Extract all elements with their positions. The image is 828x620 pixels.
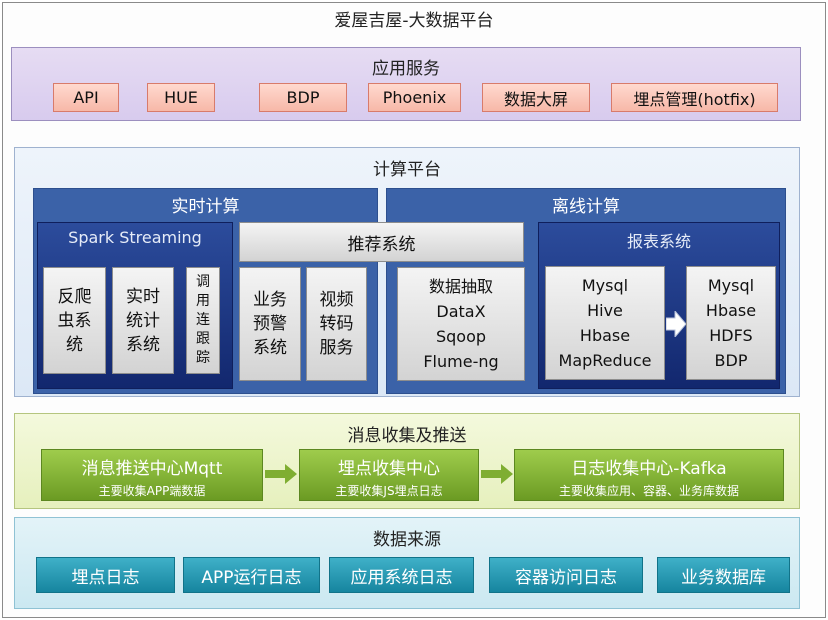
business-alert-line: 业务 <box>253 290 287 310</box>
source-tracking-log: 埋点日志 <box>36 557 175 593</box>
report-target-line: BDP <box>714 351 748 370</box>
data-extraction-line: DataX <box>436 302 486 321</box>
source-app-system-log: 应用系统日志 <box>329 557 474 593</box>
kafka-log-center-label: 日志收集中心-Kafka <box>571 459 727 479</box>
offline-compute-title: 离线计算 <box>552 197 620 217</box>
video-transcode-line: 视频 <box>319 290 354 310</box>
report-system-panel: 报表系统 Mysql Hive Hbase MapReduce Mysql Hb… <box>538 222 780 389</box>
app-service-bdp: BDP <box>259 83 347 112</box>
call-chain-line: 连 <box>196 312 210 328</box>
anti-crawler-line: 虫系 <box>57 310 92 331</box>
app-service-hue: HUE <box>147 83 215 112</box>
video-transcode-service: 视频 转码 服务 <box>306 267 367 381</box>
report-target-stores: Mysql Hbase HDFS BDP <box>686 266 776 380</box>
mqtt-push-center-desc: 主要收集APP端数据 <box>98 484 206 498</box>
kafka-log-center: 日志收集中心-Kafka 主要收集应用、容器、业务库数据 <box>514 449 784 501</box>
business-alert-system: 业务 预警 系统 <box>239 267 301 381</box>
video-transcode-line: 转码 <box>319 314 354 334</box>
tracking-collect-center-desc: 主要收集JS埋点日志 <box>335 484 443 498</box>
report-target-line: Hbase <box>705 301 757 320</box>
data-extraction-box: 数据抽取 DataX Sqoop Flume-ng <box>397 267 525 381</box>
app-service-tracking-admin: 埋点管理(hotfix) <box>611 83 778 112</box>
data-sources-layer: 数据来源 埋点日志 APP运行日志 应用系统日志 容器访问日志 业务数据库 <box>14 517 800 609</box>
spark-streaming-panel: Spark Streaming 反爬 虫系 统 实时 统计 系统 调 用 <box>37 222 233 389</box>
mqtt-push-center-label: 消息推送中心Mqtt <box>81 459 223 479</box>
report-source-line: MapReduce <box>558 351 652 370</box>
flow-arrow-icon <box>481 464 513 484</box>
mqtt-push-center: 消息推送中心Mqtt 主要收集APP端数据 <box>41 449 263 501</box>
tracking-collect-center-label: 埋点收集中心 <box>338 459 440 479</box>
report-flow-arrow-icon <box>666 311 686 337</box>
compute-platform-title: 计算平台 <box>373 160 441 180</box>
app-services-layer: 应用服务 API HUE BDP Phoenix 数据大屏 埋点管理(hotfi… <box>11 47 801 121</box>
flow-arrow-icon <box>265 464 297 484</box>
business-alert-line: 系统 <box>253 338 287 358</box>
realtime-compute-panel: 实时计算 Spark Streaming 反爬 虫系 统 实时 统计 系统 <box>33 188 524 394</box>
call-chain-line: 调 <box>196 274 210 290</box>
recommendation-system: 推荐系统 <box>239 222 524 262</box>
report-system-title: 报表系统 <box>626 232 691 251</box>
kafka-log-center-desc: 主要收集应用、容器、业务库数据 <box>558 484 739 498</box>
offline-compute-panel: 离线计算 数据抽取 DataX Sqoop Flume-ng 报表系统 Mysq… <box>386 188 786 394</box>
message-collection-layer: 消息收集及推送 消息推送中心Mqtt 主要收集APP端数据 埋点收集中心 主要收… <box>14 413 800 509</box>
data-extraction-line: Flume-ng <box>423 352 499 371</box>
video-transcode-line: 服务 <box>319 338 354 358</box>
realtime-stats-line: 实时 <box>126 286 160 307</box>
anti-crawler-line: 统 <box>66 334 83 355</box>
spark-streaming-title: Spark Streaming <box>68 228 202 247</box>
report-source-stores: Mysql Hive Hbase MapReduce <box>545 266 665 380</box>
anti-crawler-line: 反爬 <box>57 286 92 307</box>
realtime-stats-line: 统计 <box>126 310 160 331</box>
tracking-collect-center: 埋点收集中心 主要收集JS埋点日志 <box>299 449 479 501</box>
data-extraction-line: Sqoop <box>435 327 487 346</box>
call-chain-line: 踪 <box>196 350 210 366</box>
realtime-compute-title: 实时计算 <box>171 197 240 217</box>
app-service-dashboard: 数据大屏 <box>482 83 590 112</box>
app-service-api: API <box>53 83 119 112</box>
call-chain-line: 用 <box>196 293 210 309</box>
source-container-access-log: 容器访问日志 <box>489 557 643 593</box>
report-target-line: HDFS <box>709 326 753 345</box>
realtime-stats-system: 实时 统计 系统 <box>112 267 174 374</box>
source-business-database: 业务数据库 <box>657 557 790 593</box>
call-chain-line: 跟 <box>196 331 210 347</box>
report-source-line: Hbase <box>579 326 631 345</box>
business-alert-line: 预警 <box>253 314 287 334</box>
source-app-runtime-log: APP运行日志 <box>183 557 320 593</box>
compute-platform-layer: 计算平台 实时计算 Spark Streaming 反爬 虫系 统 实时 统计 … <box>14 147 800 397</box>
call-chain-tracing: 调 用 连 跟 踪 <box>186 267 220 374</box>
report-target-line: Mysql <box>707 276 755 295</box>
report-source-line: Mysql <box>581 276 629 295</box>
realtime-stats-line: 系统 <box>126 334 160 355</box>
app-service-phoenix: Phoenix <box>368 83 461 112</box>
report-source-line: Hive <box>587 301 623 320</box>
diagram-title: 爱屋吉屋-大数据平台 <box>334 11 494 31</box>
data-sources-title: 数据来源 <box>373 530 441 550</box>
app-services-title: 应用服务 <box>372 59 440 79</box>
message-collection-title: 消息收集及推送 <box>347 426 467 446</box>
anti-crawler-system: 反爬 虫系 统 <box>43 267 106 374</box>
data-extraction-line: 数据抽取 <box>428 277 493 296</box>
